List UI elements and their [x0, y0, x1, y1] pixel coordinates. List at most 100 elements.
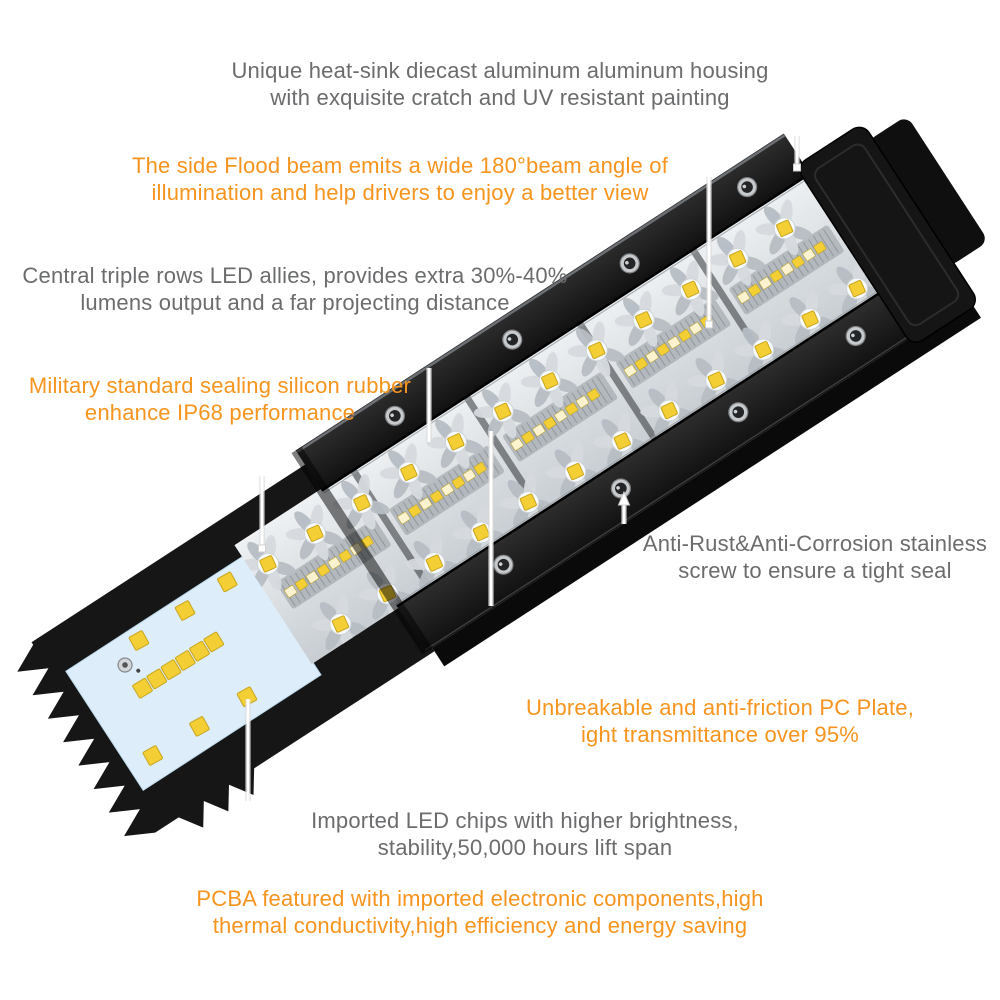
central-mini-led: [802, 248, 816, 262]
led-chip: [494, 402, 512, 420]
annotation-pc-plate: Unbreakable and anti-friction PC Plate, …: [495, 694, 945, 748]
led-chip: [400, 463, 418, 481]
led-pod: [755, 199, 813, 256]
central-mini-led: [747, 283, 762, 297]
led-chip: [189, 640, 210, 662]
central-mini-led: [565, 402, 579, 416]
screw-icon: [845, 325, 866, 347]
led-chip: [754, 340, 772, 359]
annotation-central-leds: Central triple rows LED allies, provides…: [0, 262, 595, 316]
central-mini-led: [473, 461, 487, 475]
central-mini-led: [575, 395, 590, 409]
led-chip: [447, 433, 465, 451]
led-pod: [593, 412, 651, 468]
central-mini-led: [327, 556, 341, 570]
central-mini-led: [440, 483, 455, 496]
led-chip: [203, 631, 225, 653]
annotation-pcba: PCBA featured with imported electronic c…: [150, 885, 810, 939]
led-chip: [425, 554, 444, 572]
central-mini-led: [678, 329, 692, 342]
annotation-housing: Unique heat-sink diecast aluminum alumin…: [130, 57, 870, 111]
annotation-sealing-line1: Military standard sealing silicon rubber: [28, 373, 412, 398]
leader-endpoint-dot: [705, 320, 713, 329]
lens-area: [234, 169, 891, 665]
annotation-led-chips-line1: Imported LED chips with higher brightnes…: [311, 808, 739, 833]
annotation-housing-line1: Unique heat-sink diecast aluminum alumin…: [231, 58, 769, 83]
central-mini-led: [419, 497, 433, 511]
led-pod: [379, 443, 437, 500]
central-mini-led: [397, 511, 411, 525]
leader-line: [705, 177, 713, 329]
central-mini-led: [316, 563, 330, 577]
central-mini-led: [532, 423, 546, 437]
light-bar: [17, 119, 985, 837]
annotation-housing-line2: with exquisite cratch and UV resistant p…: [270, 85, 730, 110]
central-mini-led: [462, 468, 476, 482]
led-chip: [259, 555, 277, 573]
led-chip: [132, 678, 153, 699]
led-chip: [682, 280, 700, 298]
led-chip: [189, 716, 210, 737]
central-mini-led: [543, 416, 557, 430]
central-mini-led: [780, 262, 794, 276]
annotation-screws-line1: Anti-Rust&Anti-Corrosion stainless: [642, 531, 988, 556]
led-chip: [660, 401, 678, 420]
central-mini-led: [656, 343, 670, 357]
central-mini-led: [295, 577, 309, 591]
end-cap: [799, 119, 985, 343]
led-chip: [128, 630, 150, 651]
annotation-central-leds-line1: Central triple rows LED allies, provides…: [22, 263, 568, 288]
central-mini-led: [623, 364, 637, 378]
central-mini-led: [554, 409, 568, 423]
central-mini-led: [813, 241, 827, 255]
central-mini-led: [338, 549, 352, 563]
central-mini-led: [634, 357, 648, 371]
leader-line: [793, 136, 801, 172]
annotation-pcba-line2: thermal conductivity,high efficiency and…: [212, 913, 748, 938]
led-chip: [566, 462, 584, 481]
annotation-sealing-line2: enhance IP68 performance: [84, 400, 356, 425]
central-mini-led: [689, 321, 703, 335]
central-mini-led: [667, 336, 681, 349]
annotation-central-leds-line2: lumens output and a far projecting dista…: [80, 290, 510, 315]
annotation-led-chips: Imported LED chips with higher brightnes…: [270, 807, 780, 861]
led-chip: [175, 650, 196, 671]
annotation-led-chips-line2: stability,50,000 hours lift span: [377, 835, 673, 860]
screw-icon: [736, 176, 758, 198]
central-mini-led: [451, 476, 465, 489]
central-mini-led: [521, 430, 535, 444]
central-mini-led: [430, 490, 444, 504]
leader-line: [617, 490, 631, 524]
led-chip: [174, 600, 196, 621]
leader-arrowhead: [617, 490, 631, 506]
led-pod: [239, 535, 296, 591]
led-chip: [635, 311, 653, 329]
annotation-side-flood-beam: The side Flood beam emits a wide 180°bea…: [80, 152, 720, 206]
annotation-stainless-screws: Anti-Rust&Anti-Corrosion stainless screw…: [625, 530, 1000, 584]
central-mini-led: [769, 269, 783, 283]
screw-icon: [619, 253, 640, 274]
led-chip: [588, 341, 606, 359]
led-pod: [781, 290, 838, 346]
led-chip: [613, 432, 631, 450]
led-pod: [499, 473, 557, 529]
led-chip: [848, 279, 866, 298]
led-pod: [708, 230, 766, 286]
annotation-side-flood-line2: illumination and help drivers to enjoy a…: [151, 180, 649, 205]
housing-side-wall: [432, 299, 982, 667]
led-pod: [567, 321, 625, 378]
leader-endpoint-dot: [258, 544, 266, 553]
led-chip: [729, 250, 747, 268]
led-chip: [353, 494, 371, 512]
led-chip: [306, 524, 324, 542]
led-pod: [614, 291, 672, 347]
led-chip: [472, 523, 490, 542]
central-mini-led: [510, 437, 524, 451]
annotation-screws-line2: screw to ensure a tight seal: [678, 558, 952, 583]
central-mini-led: [645, 350, 659, 364]
led-pod: [520, 352, 578, 408]
central-mini-led: [284, 585, 298, 598]
screw-icon: [384, 405, 405, 426]
central-mini-led: [791, 255, 805, 269]
